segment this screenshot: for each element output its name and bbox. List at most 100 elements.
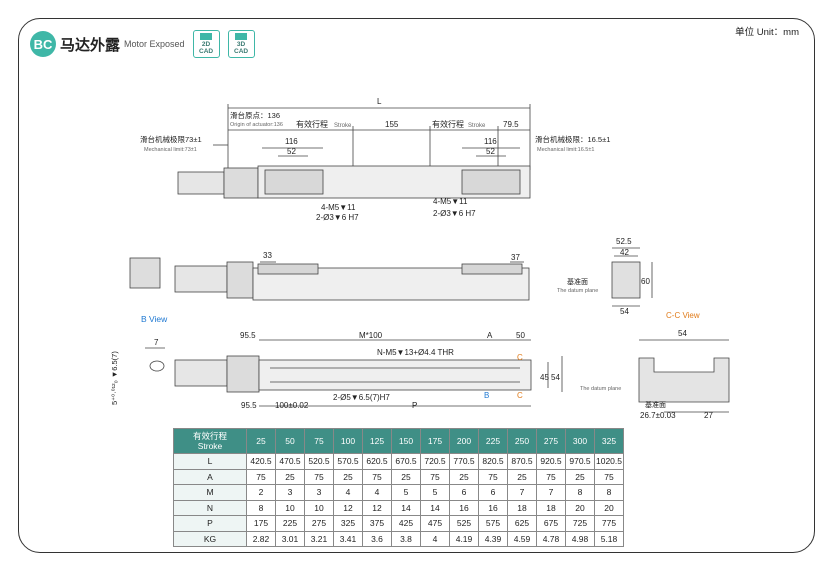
title-en: Motor Exposed: [124, 39, 185, 49]
dim-116-a: 116: [285, 137, 298, 146]
row-label: KG: [173, 530, 247, 547]
dim-45: 45: [540, 373, 549, 382]
table-cell: 25: [507, 468, 537, 485]
dim-7: 7: [154, 338, 159, 347]
dim-100: 100±0.02: [275, 401, 309, 410]
table-cell: 275: [304, 515, 334, 532]
datum-cn: 基准面: [567, 277, 588, 286]
series-badge: BC: [30, 31, 56, 57]
table-cell: 1020.5: [594, 453, 624, 470]
table-cell: 14: [420, 499, 450, 516]
dim-54-side: 54: [551, 373, 560, 382]
table-cell: 475: [420, 515, 450, 532]
table-cell: 14: [391, 499, 421, 516]
table-cell: 8: [594, 484, 624, 501]
table-cell: 175: [246, 515, 276, 532]
dim-60: 60: [641, 277, 650, 286]
stroke-cn-2: 有效行程: [432, 119, 464, 129]
row-label: M: [173, 484, 247, 501]
mech-left-cn: 滑台机械极限73±1: [140, 134, 202, 144]
hole-callout-bottom: 2-Ø5▼6.5(7)H7: [333, 393, 390, 402]
page-frame: [18, 18, 815, 553]
table-cell: 4.78: [536, 530, 566, 547]
dim-50: 50: [516, 331, 525, 340]
table-cell: 10: [275, 499, 305, 516]
stroke-en-2: Stroke: [468, 123, 486, 129]
table-cell: 2: [246, 484, 276, 501]
section-c-top: C: [517, 353, 523, 362]
stroke-en-1: Stroke: [334, 123, 352, 129]
table-cell: 25: [275, 468, 305, 485]
table-cell: 3.21: [304, 530, 334, 547]
table-cell: 725: [565, 515, 595, 532]
table-cell: 870.5: [507, 453, 537, 470]
table-cell: 575: [478, 515, 508, 532]
stroke-cell: 75: [304, 428, 334, 454]
table-cell: 4: [333, 484, 363, 501]
table-cell: 20: [565, 499, 595, 516]
title-cn: 马达外露: [60, 36, 121, 54]
nm5-callout: N-M5▼13+Ø4.4 THR: [377, 348, 454, 357]
table-cell: 720.5: [420, 453, 450, 470]
table-cell: 325: [333, 515, 363, 532]
table-cell: 525: [449, 515, 479, 532]
table-cell: 470.5: [275, 453, 305, 470]
b-view-tolerance: 5⁺⁰·⁰¹²₀ ▼6.5(7): [110, 351, 119, 405]
stroke-cell: 225: [478, 428, 508, 454]
hole-callout-a: 2-Ø3▼6 H7: [316, 213, 359, 222]
table-cell: 75: [478, 468, 508, 485]
mech-left-en: Mechanical limit:73±1: [144, 147, 197, 153]
table-cell: 970.5: [565, 453, 595, 470]
table-cell: 25: [449, 468, 479, 485]
table-cell: 375: [362, 515, 392, 532]
stroke-cell: 250: [507, 428, 537, 454]
table-cell: 18: [507, 499, 537, 516]
table-cell: 3: [304, 484, 334, 501]
stroke-cell: 100: [333, 428, 363, 454]
cc-dim-27: 27: [704, 411, 713, 420]
table-cell: 225: [275, 515, 305, 532]
dim-52-a: 52: [287, 147, 296, 156]
dim-52-b: 52: [486, 147, 495, 156]
table-cell: 2.82: [246, 530, 276, 547]
row-label: A: [173, 468, 247, 485]
table-cell: 8: [246, 499, 276, 516]
table-cell: 6: [478, 484, 508, 501]
origin-en: Origin of actuator:136: [230, 122, 283, 128]
table-cell: 3: [275, 484, 305, 501]
dim-42: 42: [620, 248, 629, 257]
table-cell: 10: [304, 499, 334, 516]
dim-155: 155: [385, 120, 399, 129]
table-cell: 20: [594, 499, 624, 516]
dim-L: L: [377, 97, 382, 106]
row-label: P: [173, 515, 247, 532]
table-cell: 7: [536, 484, 566, 501]
origin-cn: 滑台原点：136: [230, 110, 280, 120]
table-cell: 75: [304, 468, 334, 485]
view-b-marker: B: [484, 391, 489, 400]
table-cell: 775: [594, 515, 624, 532]
b-view-title: B View: [141, 314, 168, 324]
table-cell: 4: [420, 530, 450, 547]
table-cell: 4.98: [565, 530, 595, 547]
dim-95-5-b: 95.5: [241, 401, 257, 410]
cc-view-title: C-C View: [666, 311, 700, 320]
table-cell: 75: [420, 468, 450, 485]
table-cell: 75: [362, 468, 392, 485]
table-cell: 520.5: [304, 453, 334, 470]
unit-label: 单位 Unit：mm: [735, 27, 799, 38]
dim-M100: M*100: [359, 331, 383, 340]
dim-P: P: [412, 401, 417, 410]
table-cell: 7: [507, 484, 537, 501]
dim-116-b: 116: [484, 137, 497, 146]
